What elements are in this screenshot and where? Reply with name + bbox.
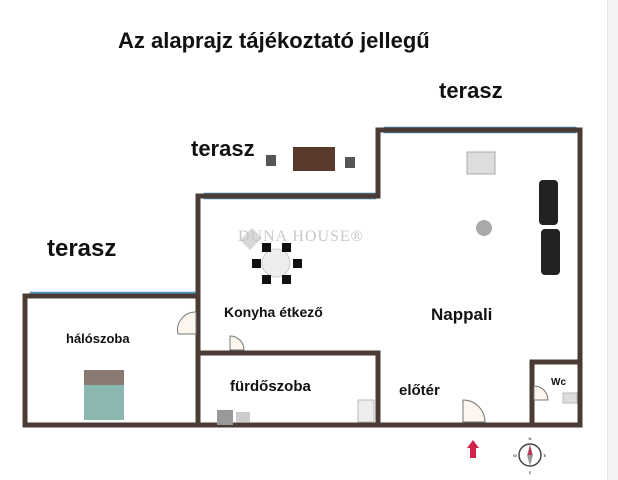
chair-icon <box>345 157 355 168</box>
label-living: Nappali <box>431 305 493 324</box>
door-icon <box>177 311 197 335</box>
page-title: Az alaprajz tájékoztató jellegű <box>118 28 430 53</box>
door-icon <box>533 385 549 401</box>
watermark: DUNA HOUSE® <box>238 228 364 245</box>
entrance-arrow-icon <box>467 440 479 458</box>
compass-e: E <box>544 453 547 458</box>
label-hall: előtér <box>399 382 440 399</box>
sink-icon <box>236 412 250 422</box>
shower-icon <box>357 399 375 423</box>
door-icon <box>229 335 245 351</box>
dining-table-icon <box>261 248 291 278</box>
duna-house-logo-icon <box>240 228 262 250</box>
walls <box>22 127 583 428</box>
compass-n: N <box>529 436 532 441</box>
label-bathroom: fürdőszoba <box>230 378 311 395</box>
sofa-icon <box>541 229 560 275</box>
toilet-icon <box>562 392 578 404</box>
table-icon <box>293 147 335 171</box>
compass-w: W <box>513 453 517 458</box>
washer-icon <box>217 410 233 425</box>
label-bedroom: hálószoba <box>66 331 130 346</box>
dining-chairs-icon <box>252 243 302 284</box>
chair-icon <box>266 155 276 166</box>
door-icon <box>462 399 486 423</box>
furniture <box>84 147 578 425</box>
outer-wall <box>22 127 583 428</box>
sofa-icon <box>539 180 558 225</box>
compass-s: S <box>529 470 532 475</box>
page-edge <box>607 0 618 480</box>
label-kitchen: Konyha étkező <box>224 304 323 320</box>
doors <box>177 311 549 423</box>
label-wc: Wc <box>551 377 566 388</box>
compass-icon: N E S W <box>513 436 547 475</box>
rug-icon <box>476 220 492 236</box>
label-terasz-middle: terasz <box>191 136 255 161</box>
label-terasz-top: terasz <box>439 78 503 103</box>
armchair-icon <box>466 151 496 175</box>
label-terasz-left: terasz <box>47 235 117 262</box>
